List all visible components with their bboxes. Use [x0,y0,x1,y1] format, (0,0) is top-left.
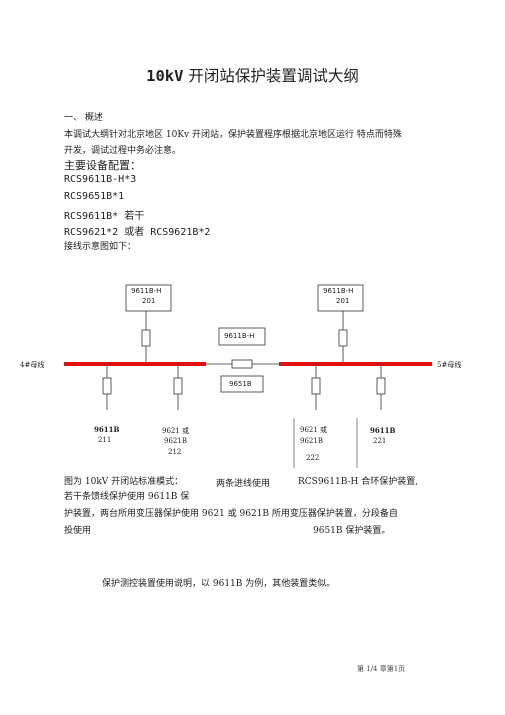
desc-line-1b: 两条进线使用 [216,479,271,489]
feeder-212-number: 212 [168,448,182,456]
breaker-feeder-221 [376,377,386,395]
feeder-212-type: 9621 或 [162,427,190,435]
wiring-label: 接线示意图如下： [64,242,137,252]
feeder-222-type: 9621 或 [300,426,328,434]
feeder-222-number: 222 [306,454,320,462]
device-item-3: RCS9611B* 若干 [64,211,145,222]
breaker-right-incoming [338,329,348,347]
bus-left-label: 4#母线 [20,361,45,369]
bus-right-label: 5#母线 [437,361,462,369]
incoming-box-left [125,284,172,312]
intro-line-1: 本调试大纲针对北京地区 10Kv 开闭站，保护装置程序根据北京地区运行 特点而特… [64,130,402,140]
breaker-feeder-211 [102,377,112,395]
device-item-1: RCS9611B-H*3 [64,174,137,185]
desc-line-1c: RCS9611B-H 合环保护装置, [298,477,419,487]
desc-line-3: 护装置，两台所用变压器保护使用 9621 或 9621B 所用变压器保护装置，分… [64,509,398,519]
usage-note: 保护测控装置使用说明，以 9611B 为例，其他装置类似。 [102,579,336,589]
page-title: 10kV 开闭站保护装置调试大纲 [146,67,359,85]
desc-line-2: 若干条馈线保护使用 9611B 保 [64,492,190,502]
section-heading: 一、 概述 [64,113,103,123]
feeder-212-type-b: 9621B [164,437,187,445]
sectional-box-label: 9651B [229,380,252,388]
desc-line-4a: 投使用 [64,526,92,536]
sectional-relay-box [220,375,264,393]
devices-heading: 主要设备配置： [64,159,141,172]
center-relay-box [218,327,266,346]
breaker-feeder-222 [311,377,321,395]
wiring-diagram [64,284,432,468]
box-right-top-label: 9611B-H [323,287,354,295]
desc-line-1a: 图为 10kV 开闭站标准模式： [64,477,184,487]
incoming-box-right [317,284,364,312]
device-item-4: RCS9621*2 或者 RCS9621B*2 [64,227,211,238]
feeder-211-type: 9611B [94,425,120,434]
box-left-top-label: 9611B-H [131,287,162,295]
feeder-221-number: 221 [373,437,387,445]
page-footer: 第 1/4 章第1页 [357,665,406,673]
device-item-2: RCS9651B*1 [64,191,125,202]
center-box-label: 9611B-H [224,332,255,340]
feeder-222-type-b: 9621B [300,437,323,445]
desc-line-4b: 9651B 保护装置。 [313,526,391,536]
breaker-left-incoming [141,329,151,347]
box-left-bottom-label: 201 [142,297,156,305]
feeder-211-number: 211 [98,436,112,444]
feeder-221-type: 9611B [370,426,396,435]
sectional-breaker [231,359,253,369]
box-right-bottom-label: 201 [336,297,350,305]
breaker-feeder-212 [173,377,183,395]
intro-line-2: 开发，调试过程中务必注意。 [64,146,182,156]
